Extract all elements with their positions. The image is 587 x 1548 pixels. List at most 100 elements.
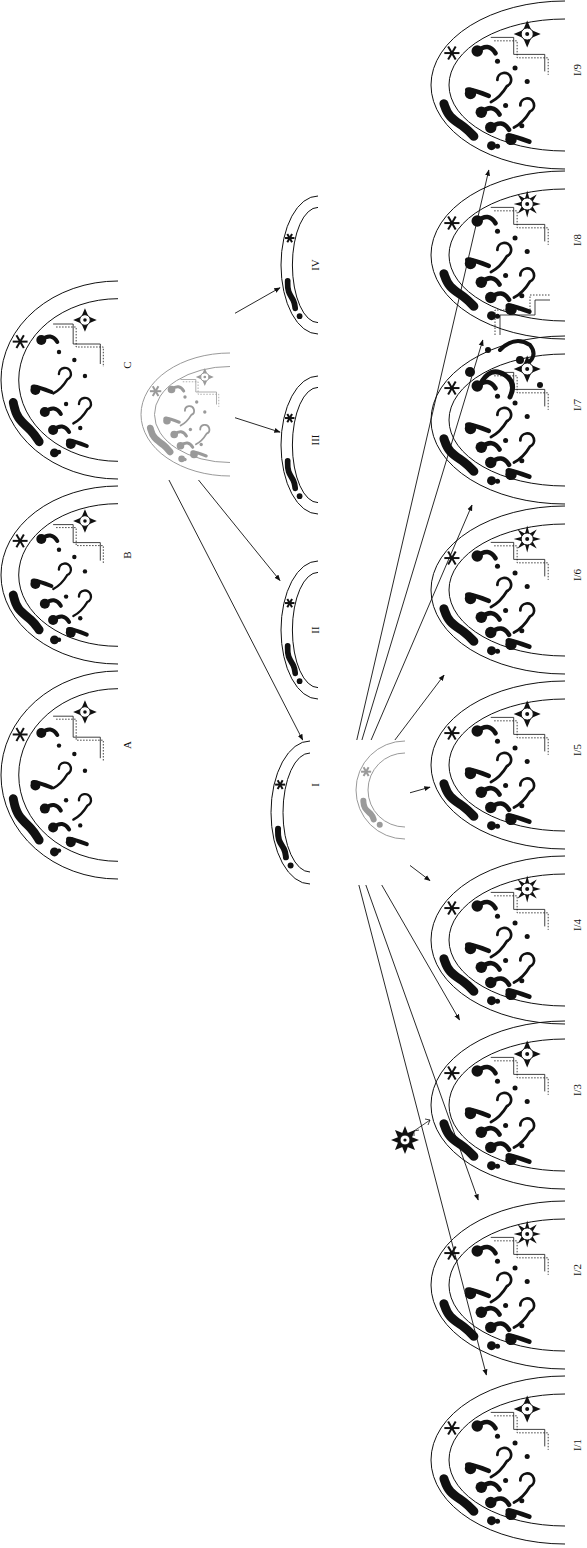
ornament-part [503,1478,508,1483]
ornament-motif [431,1201,565,1369]
ornament-part [431,336,565,504]
ornament-part [78,616,82,620]
ornament-part [513,65,518,70]
ornament-part [514,1473,534,1502]
ornament-part [495,479,500,484]
ornament-part [514,98,534,127]
ornament-part [491,1323,509,1329]
motif-label: II [310,626,321,633]
ornament-part [508,470,529,476]
ornament-part [195,400,198,403]
ornament-part [491,1273,511,1302]
ornament-part [53,368,71,393]
fragment-dot [465,367,475,377]
rosette-star [391,1126,419,1154]
ornament-part [519,458,524,463]
ornament-part [56,528,103,564]
ornament-part [57,848,61,852]
ornament-part [467,1109,488,1115]
ornament-motif [431,1,565,169]
ornament-part [431,1021,565,1189]
ornament-part [525,934,530,939]
ornament-drawing [430,170,587,340]
ornament-drawing [430,335,587,505]
ornament-node: I/8 [430,170,587,340]
ornament-node: A [0,670,140,880]
ornament-part [495,314,500,319]
ornament-part [514,778,534,807]
ornament-motif [1,281,118,479]
ornament-part [494,211,548,245]
motif-label: I/9 [572,64,583,76]
ornament-part [513,235,518,240]
ornament-motif [271,741,310,884]
ornament-part [153,386,159,396]
ornament-part [521,533,533,545]
ornament-part [495,394,500,399]
ornament-part [513,400,518,405]
ornament-part [183,395,186,398]
ornament-part [521,1403,533,1415]
ornament-part [444,609,474,642]
ornament-part [297,678,303,684]
ornament-part [481,108,499,114]
ornament-part [487,821,496,830]
ornament-part [448,47,456,60]
ornament-part [491,1498,509,1504]
ornament-part [467,1289,488,1295]
derivation-arrow [235,288,280,314]
ornament-part [514,356,541,383]
ornament-part [448,382,456,395]
ornament-part [494,1241,548,1275]
ornament-part [68,440,87,446]
ornament-part [525,712,529,716]
ornament-part [53,525,100,561]
motif-label: C [122,361,133,368]
ornament-motif [141,353,230,476]
ornament-part [519,1143,524,1148]
ornament-part [491,73,511,102]
ornament-part [503,103,508,108]
derivation-arrow [362,340,483,740]
ornament-part [192,452,206,456]
ornament-part [431,1201,565,1369]
rosette-ring [400,1135,410,1145]
ornament-part [287,414,292,422]
ornament-part [514,701,541,728]
motif-label: I/3 [572,1084,583,1096]
ornament-part [521,363,533,375]
ornament-part [448,1067,456,1080]
ornament-part [467,944,488,950]
ornament-part [364,767,369,776]
ornament-part [514,1118,534,1147]
derivation-arrow [359,885,487,1375]
ornament-node: I/4 [430,855,587,1025]
ornament-part [203,376,206,379]
ornament-part [525,79,530,84]
ornament-part [467,594,488,600]
detached-rosette [391,1119,430,1154]
ornament-part [487,1516,496,1525]
ornament-part [444,959,474,992]
ornament-drawing [430,0,587,170]
ornament-part [477,727,495,733]
ornament-part [491,628,509,634]
ornament-part [448,1422,456,1435]
ornament-motif [431,1376,565,1544]
ornament-part [491,978,509,984]
ornament-part [288,646,296,674]
ornament-part [525,1052,529,1056]
ornament-drawing [270,740,410,885]
ornament-part [494,41,548,75]
ornament-part [491,717,545,751]
ornament-part [201,373,209,381]
ornament-part [33,782,52,788]
ornament-part [495,1434,500,1439]
ornament-part [495,824,500,829]
ornament-motif [1,486,118,664]
ornament-part [491,542,545,576]
ornament-part [83,519,87,523]
ornament-part [288,461,296,489]
ornament-part [83,769,87,773]
